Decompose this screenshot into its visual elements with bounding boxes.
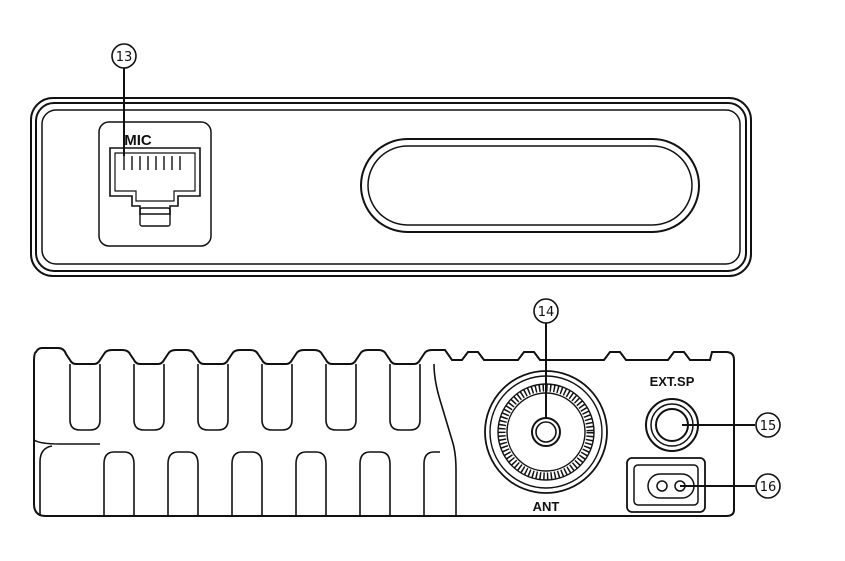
rj45-latch xyxy=(139,207,171,227)
ext-sp-label: EXT.SP xyxy=(650,374,695,389)
heatsink-fins-lower xyxy=(39,445,440,516)
rear-panel xyxy=(33,323,755,517)
heatsink-fins-upper xyxy=(69,364,421,431)
mic-label: MIC xyxy=(124,132,152,149)
heatsink-edge xyxy=(433,363,457,516)
mic-port-housing xyxy=(98,121,212,247)
front-panel-outer-frame xyxy=(30,97,752,277)
callout-13-circle xyxy=(111,43,137,69)
front-panel xyxy=(30,68,752,277)
ant-connector-knurl xyxy=(498,384,594,480)
front-panel-inner-frame xyxy=(41,109,741,265)
rear-body-side-line xyxy=(33,439,100,445)
callout-14-number: 14 xyxy=(538,305,555,320)
ant-connector-pin xyxy=(535,421,557,443)
callout-16-circle xyxy=(755,473,781,499)
front-panel-mid-frame xyxy=(35,102,747,272)
rj45-jack-inner xyxy=(114,152,196,202)
callout-14-circle xyxy=(533,298,559,324)
power-socket-pin-left xyxy=(656,480,668,492)
display-window-inner xyxy=(367,145,693,226)
rear-panel-body-outline xyxy=(33,347,735,517)
callout-16-number: 16 xyxy=(760,480,777,495)
rj45-pins xyxy=(123,156,181,170)
ant-label: ANT xyxy=(533,499,560,514)
callout-13-number: 13 xyxy=(116,50,133,65)
callout-15-number: 15 xyxy=(760,419,777,434)
callout-15-circle xyxy=(755,412,781,438)
display-window-outer xyxy=(360,138,700,233)
